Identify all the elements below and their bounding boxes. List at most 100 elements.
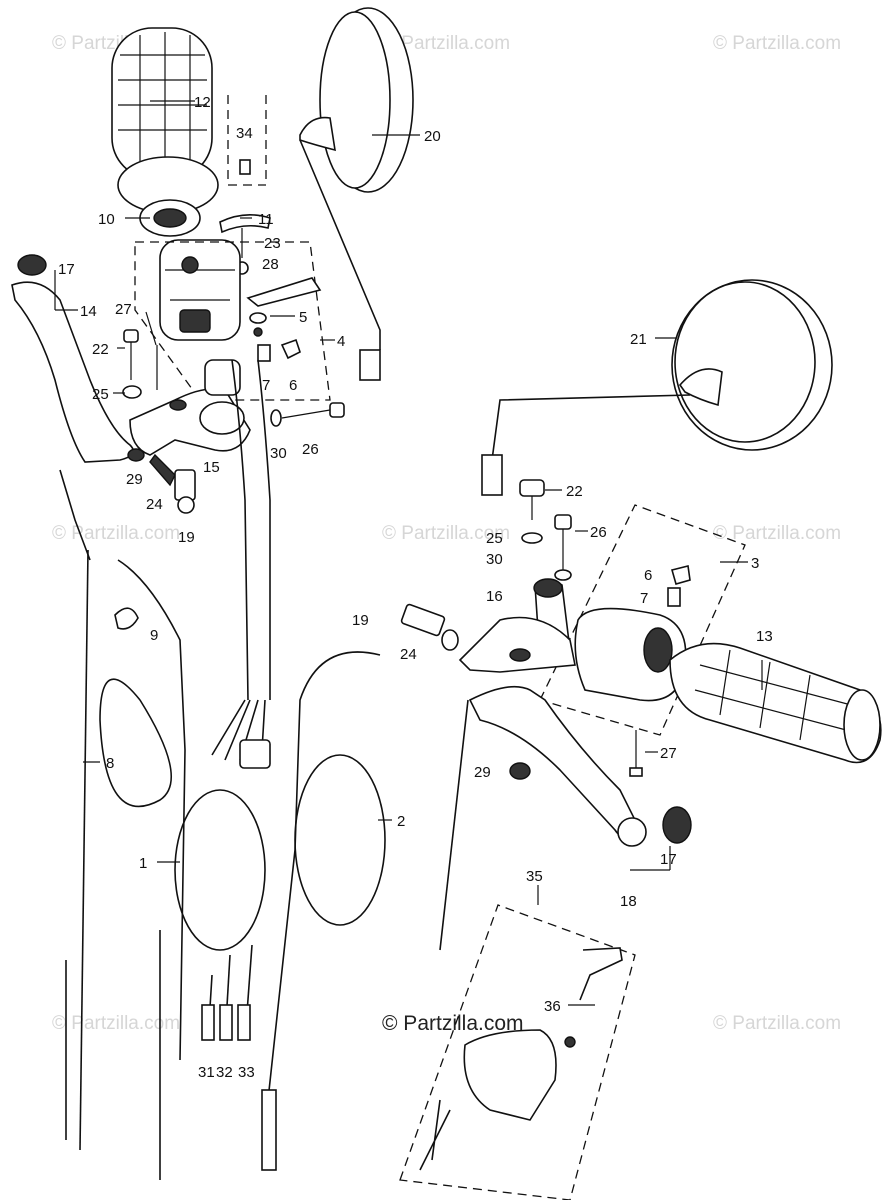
label-4: 4 <box>337 333 345 350</box>
lever-holder-part-15 <box>129 359 251 456</box>
label-8: 8 <box>106 755 114 772</box>
label-16: 16 <box>486 588 503 605</box>
label-10: 10 <box>98 211 115 228</box>
switch-kit-box-part-4 <box>134 241 331 401</box>
label-35: 35 <box>526 868 543 885</box>
label-36: 36 <box>544 998 561 1015</box>
leader-lines <box>54 100 763 1006</box>
label-1: 1 <box>139 855 147 872</box>
spring-part-7-left <box>257 344 271 362</box>
label-7-right: 7 <box>640 590 648 607</box>
terminals-parts-31-33 <box>201 944 253 1041</box>
stop-switch-housing <box>419 947 623 1171</box>
brake-lever-part-18 <box>468 685 641 839</box>
throttle-cable-part-1 <box>117 559 266 1180</box>
label-9: 9 <box>150 627 158 644</box>
label-29-right: 29 <box>474 764 491 781</box>
watermark-top-center: © Partzilla.com <box>382 33 511 54</box>
label-22-left: 22 <box>92 341 109 358</box>
washer-part-30-right <box>554 569 572 581</box>
label-14: 14 <box>80 303 97 320</box>
label-3: 3 <box>751 555 759 572</box>
label-23: 23 <box>264 235 281 252</box>
right-mirror-part-21 <box>481 279 833 496</box>
screw-part-27-right <box>629 730 643 777</box>
watermark-mid-left: © Partzilla.com <box>52 523 181 544</box>
left-switch-wiring <box>211 359 271 769</box>
label-17-left: 17 <box>58 261 75 278</box>
label-32: 32 <box>216 1064 233 1081</box>
brake-switch-wire <box>439 699 469 951</box>
label-21: 21 <box>630 331 647 348</box>
label-29-left: 29 <box>126 471 143 488</box>
label-19-right: 19 <box>352 612 369 629</box>
bolt-part-6-right <box>671 565 691 585</box>
label-2: 2 <box>397 813 405 830</box>
adjuster-bolt-part-19-right <box>400 603 446 637</box>
label-20: 20 <box>424 128 441 145</box>
label-5: 5 <box>299 309 307 326</box>
label-30-left: 30 <box>270 445 287 462</box>
label-31: 31 <box>198 1064 215 1081</box>
brake-cable-part-2 <box>261 651 386 1171</box>
right-switch-housing <box>574 607 687 702</box>
washer-part-30-left <box>270 409 282 427</box>
adjuster-part-24-right <box>441 629 459 651</box>
label-26-left: 26 <box>302 441 319 458</box>
cable-clamp-part-9 <box>114 607 139 630</box>
label-11: 11 <box>258 211 274 228</box>
left-switch-housing <box>159 239 241 341</box>
switch-kit-box-part-3 <box>539 504 746 736</box>
lever-tip-part-17-right <box>662 806 692 844</box>
bolt-part-26-left <box>281 402 345 419</box>
label-34: 34 <box>236 125 253 142</box>
label-18: 18 <box>620 893 637 910</box>
left-grip-part-12 <box>111 27 219 214</box>
watermark-low-right: © Partzilla.com <box>713 1013 842 1034</box>
label-13: 13 <box>756 628 773 645</box>
label-15: 15 <box>203 459 220 476</box>
lever-holder-part-16 <box>458 578 576 673</box>
stop-switch-kit-box-part-35 <box>399 904 636 1200</box>
watermark-mid-center: © Partzilla.com <box>382 523 511 544</box>
nut-part-29-right <box>509 762 531 780</box>
label-6-right: 6 <box>644 567 652 584</box>
label-17-right: 17 <box>660 851 677 868</box>
switch-plate-part-5 <box>246 277 322 307</box>
label-33: 33 <box>238 1064 255 1081</box>
nut-part-29-left <box>127 448 145 462</box>
throttle-grip-part-10 <box>139 199 201 237</box>
label-12: 12 <box>194 94 211 111</box>
watermark-low-left: © Partzilla.com <box>52 1013 181 1034</box>
lever-tip-part-17-left <box>17 254 47 276</box>
watermark-top-right: © Partzilla.com <box>713 33 842 54</box>
label-22-right: 22 <box>566 483 583 500</box>
label-19-left: 19 <box>178 529 195 546</box>
washer-part-25-left <box>122 385 142 399</box>
right-grip-part-13 <box>669 642 882 764</box>
watermark-center-main: © Partzilla.com <box>382 1012 524 1035</box>
label-27-right: 27 <box>660 745 677 762</box>
label-28: 28 <box>262 256 279 273</box>
watermark-mid-right: © Partzilla.com <box>713 523 842 544</box>
spring-part-7-right <box>667 587 681 607</box>
left-mirror-part-20 <box>299 7 414 381</box>
adjuster-bolt-part-19-left <box>174 469 196 514</box>
bolt-part-22-left <box>123 329 139 380</box>
label-25-right: 25 <box>486 530 503 547</box>
label-27-left: 27 <box>115 301 132 318</box>
label-30-right: 30 <box>486 551 503 568</box>
label-25-left: 25 <box>92 386 109 403</box>
clutch-cable-part-8 <box>59 469 173 1151</box>
bolt-part-6-left <box>280 338 301 360</box>
label-6-left: 6 <box>289 377 297 394</box>
callout-labels: 12 34 20 10 11 23 28 17 14 27 5 4 22 7 6… <box>58 94 773 1081</box>
screw-part-34 <box>227 95 267 186</box>
label-24-right: 24 <box>400 646 417 663</box>
bolt-part-26-right <box>554 514 572 570</box>
label-24-left: 24 <box>146 496 163 513</box>
label-7-left: 7 <box>262 377 270 394</box>
bolt-part-22-right <box>519 479 545 520</box>
adjuster-part-24-left <box>149 453 176 487</box>
